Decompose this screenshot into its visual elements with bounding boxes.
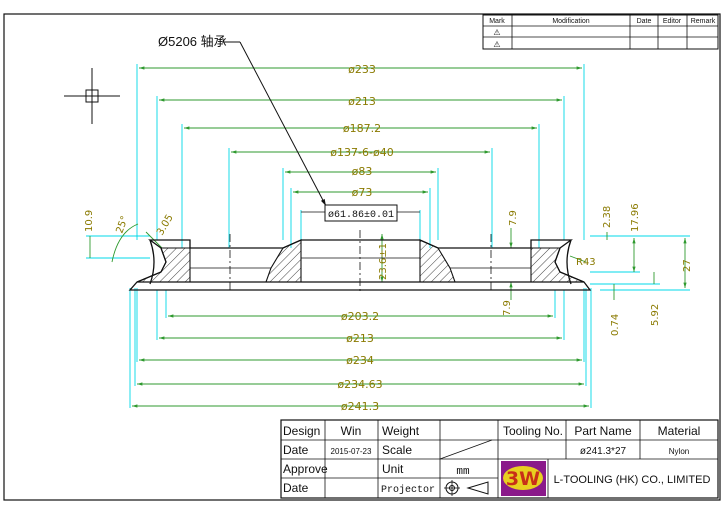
weight-label: Weight: [382, 424, 420, 438]
unit-label: Unit: [382, 462, 404, 476]
dim-r3-05: 3.05: [155, 213, 176, 238]
company-name: L-TOOLING (HK) CO., LIMITED: [554, 474, 711, 486]
bore-dimension: ø61.86±0.01: [328, 210, 394, 221]
dimension-lines: [89, 66, 687, 408]
part-name-label: Part Name: [574, 424, 632, 438]
dim-r43: R43: [576, 257, 596, 268]
material-value: Nylon: [669, 447, 689, 456]
dim-0-74: 0.74: [610, 314, 621, 336]
date-label: Date: [283, 443, 309, 457]
bearing-leader: Ø5206 轴承: [158, 34, 327, 207]
dim-angle-25: 25°: [114, 215, 130, 235]
title-block: Design Win Weight Tooling No. Part Name …: [280, 419, 719, 499]
rev-mark-2: ⚠: [493, 40, 500, 49]
projector-label: Projector: [381, 484, 435, 496]
date-value: 2015-07-23: [331, 447, 372, 456]
unit-value: mm: [456, 466, 470, 478]
dim-d203: ø203.2: [341, 310, 379, 323]
dim-d187: ø187.2: [343, 122, 381, 135]
date2-label: Date: [283, 481, 309, 495]
part-section: [128, 230, 592, 294]
dim-d83: ø83: [352, 165, 373, 178]
extension-lines: [86, 64, 690, 408]
rev-header-remark: Remark: [691, 18, 716, 25]
design-value: Win: [341, 424, 362, 438]
material-label: Material: [658, 424, 701, 438]
rev-header-mark: Mark: [489, 18, 505, 25]
bearing-callout: Ø5206 轴承: [158, 34, 227, 49]
dim-7-9-bot: 7.9: [502, 300, 513, 316]
dim-7-9-top: 7.9: [508, 210, 519, 226]
dim-23-6: 23.6±1: [378, 243, 389, 280]
tooling-no-label: Tooling No.: [503, 424, 563, 438]
scale-label: Scale: [382, 443, 412, 457]
rev-header-date: Date: [637, 18, 652, 25]
dim-d213-bot: ø213: [346, 332, 374, 345]
dimension-texts: ø233 ø213 ø187.2 ø137-6-ø40 ø83 ø73 ø203…: [84, 63, 693, 413]
approve-label: Approve: [283, 462, 328, 476]
dim-17-96: 17.96: [630, 203, 641, 232]
dim-d137: ø137-6-ø40: [330, 146, 393, 159]
dim-d233: ø233: [348, 63, 376, 76]
rev-header-editor: Editor: [663, 18, 682, 25]
dim-10-9: 10.9: [84, 210, 95, 232]
rev-header-modification: Modification: [552, 18, 589, 25]
drawing-frame: [3, 13, 721, 501]
dim-2-38: 2.38: [602, 206, 613, 228]
crosshair-icon: [64, 68, 120, 124]
dim-d241: ø241.3: [341, 400, 379, 413]
company-logo: 3W: [501, 461, 546, 496]
dim-5-92: 5.92: [650, 304, 661, 326]
logo-text: 3W: [506, 468, 540, 490]
revision-table: Mark Modification Date Editor Remark ⚠ ⚠: [482, 14, 719, 50]
rev-mark-1: ⚠: [493, 28, 500, 37]
dim-d73: ø73: [352, 186, 373, 199]
dim-d213-top: ø213: [348, 95, 376, 108]
part-name-value: ø241.3*27: [580, 446, 627, 457]
projection-symbol-icon: [444, 480, 489, 496]
bore-callout: ø61.86±0.01: [301, 204, 420, 222]
dim-d234: ø234: [346, 354, 374, 367]
design-label: Design: [283, 424, 320, 438]
dim-27: 27: [682, 259, 693, 272]
dim-d234-63: ø234.63: [337, 378, 382, 391]
